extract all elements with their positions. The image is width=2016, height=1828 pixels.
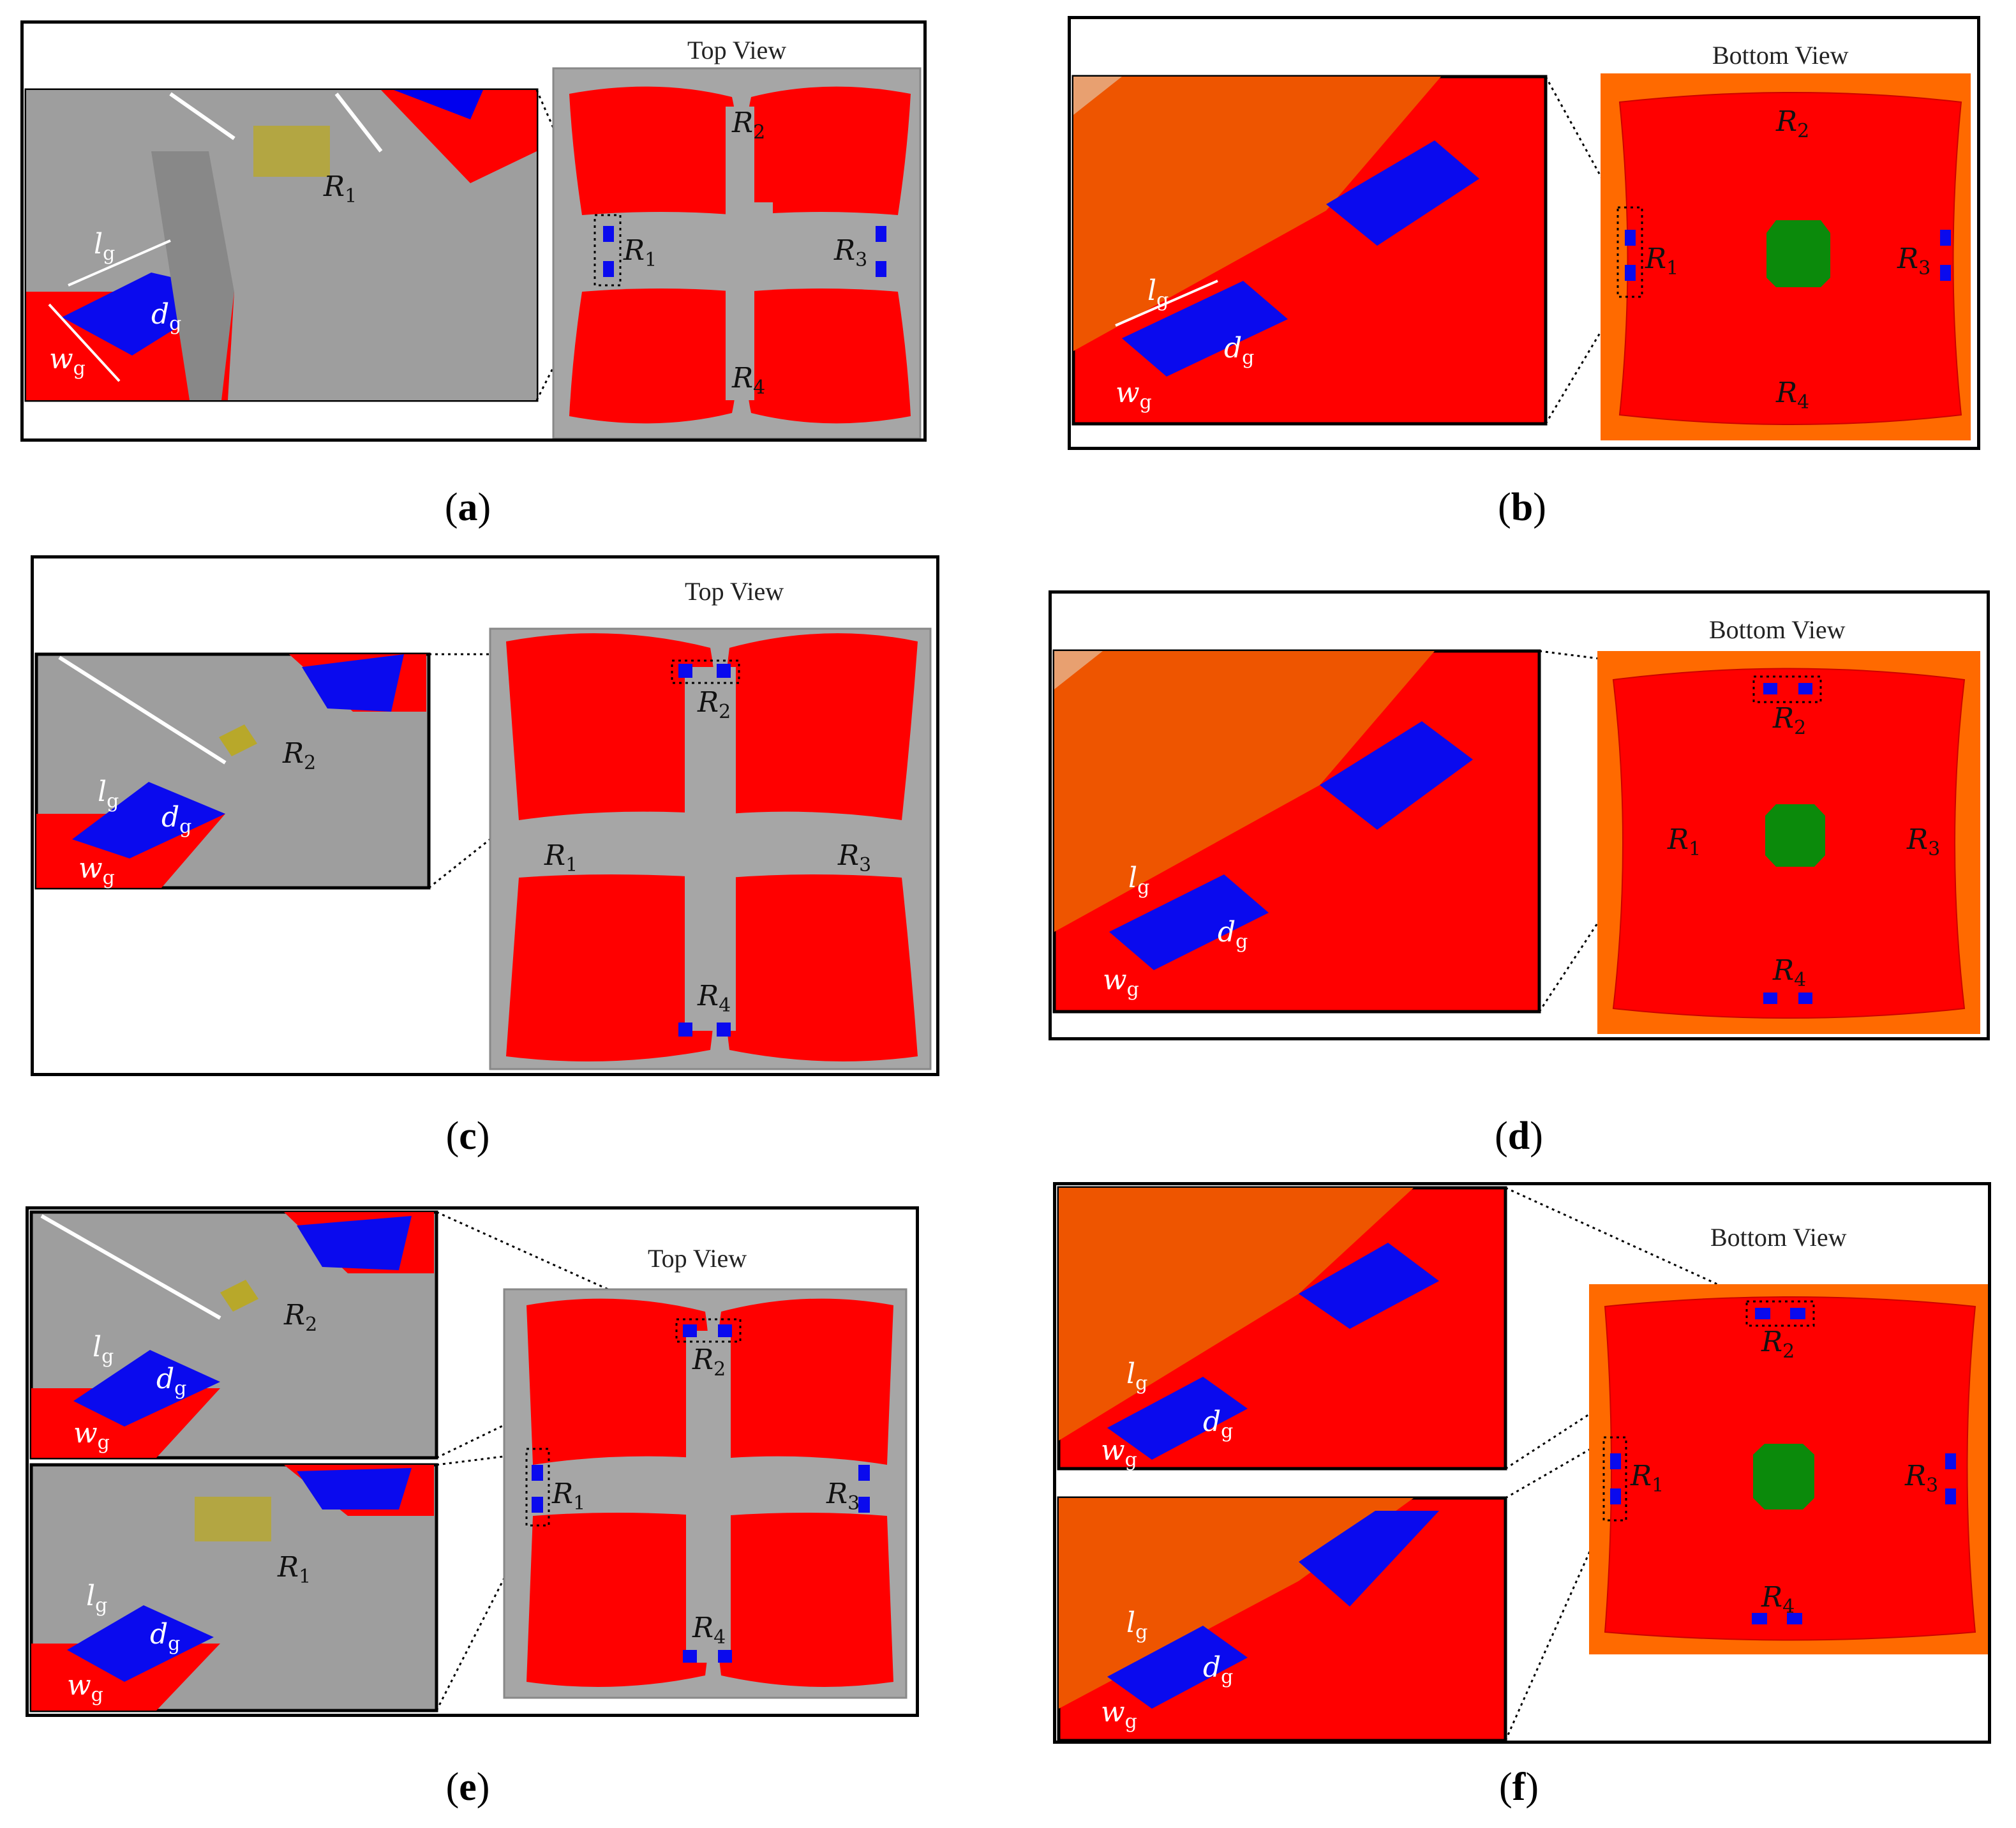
lg-label-c: lg	[98, 775, 119, 813]
dg-label-e2: dg	[150, 1618, 180, 1655]
r2-label-inset-e: R2	[283, 1299, 317, 1336]
bottom-view-title-d: Bottom View	[1709, 615, 1846, 644]
dg-label-f2: dg	[1203, 1651, 1233, 1688]
r2-label-d: R2	[1772, 702, 1806, 739]
r4-label-a: R4	[731, 362, 765, 399]
r2-label-inset: R2	[282, 737, 316, 774]
wg-label-e1: wg	[73, 1417, 110, 1454]
r3-label-e: R3	[826, 1478, 860, 1515]
zoom-inset-r1: R1 lg dg wg	[24, 88, 539, 402]
caption-f: (f)	[1499, 1765, 1539, 1809]
r4-label-c: R4	[697, 980, 731, 1017]
wg-label-e2: wg	[67, 1669, 103, 1706]
r3-label-c: R3	[837, 839, 871, 876]
wg-label-c: wg	[78, 852, 115, 889]
panel-f-drawing: lg dg wg lg dg wg	[1057, 1186, 1988, 1741]
r4-label-e: R4	[692, 1612, 726, 1649]
wg-label-b: wg	[1116, 377, 1152, 414]
lg-label-d: lg	[1128, 862, 1149, 899]
r4-label-f: R4	[1761, 1581, 1795, 1618]
r4-label-b: R4	[1775, 377, 1809, 414]
bottom-view-title-f: Bottom View	[1710, 1223, 1847, 1252]
r1-label-inset-e: R1	[277, 1551, 311, 1588]
panel-d: lg dg wg Bottom View R1 R2 R3 R4	[1049, 590, 1990, 1040]
top-view-title-c: Top View	[685, 577, 784, 606]
r2-label-b: R2	[1775, 105, 1809, 142]
r2-label-e: R2	[692, 1344, 726, 1381]
panel-d-drawing: lg dg wg Bottom View R1 R2 R3 R4	[1052, 615, 1980, 1034]
top-view-antenna-a: Top View R1 R2 R3 R4	[552, 36, 922, 438]
wg-label-a: wg	[49, 343, 86, 380]
caption-a: (a)	[444, 486, 491, 529]
top-view-antenna-c: Top View R1 R2 R3 R4	[489, 577, 932, 1070]
top-view-antenna-e: Top View R1 R2 R3 R4	[503, 1244, 907, 1699]
caption-b: (b)	[1498, 486, 1546, 529]
top-view-title-a: Top View	[687, 36, 786, 64]
r4-label-d: R4	[1772, 954, 1806, 991]
r1-label-b: R1	[1645, 243, 1678, 280]
zoom-inset-r1-f: lg dg wg	[1057, 1496, 1507, 1741]
panel-a-drawing: R1 lg dg wg Top View R1 R2 R	[24, 36, 922, 438]
wg-label-f1: wg	[1101, 1434, 1137, 1471]
r1-label-d: R1	[1667, 823, 1701, 860]
bottom-view-title-b: Bottom View	[1712, 41, 1849, 70]
bottom-view-antenna-d: Bottom View R1 R2 R3 R4	[1597, 615, 1980, 1034]
caption-c: (c)	[445, 1114, 490, 1158]
zoom-inset-r2: R2 lg dg wg	[34, 652, 431, 890]
r3-label-f: R3	[1904, 1460, 1938, 1497]
r2-label-c: R2	[697, 686, 731, 723]
r3-label-b: R3	[1897, 243, 1930, 280]
lg-label-f2: lg	[1126, 1607, 1147, 1644]
caption-e: (e)	[445, 1765, 490, 1809]
panel-c-drawing: R2 lg dg wg Top View R1 R2 R3 R4	[34, 577, 932, 1070]
top-view-title-e: Top View	[648, 1244, 747, 1273]
lg-label-e2: lg	[86, 1580, 107, 1617]
panel-f: lg dg wg lg dg wg	[1053, 1182, 1991, 1744]
zoom-inset-r2-e: R2 lg dg wg	[29, 1210, 438, 1460]
panel-b: lg dg wg Bottom View R1 R2 R3 R4	[1068, 16, 1980, 450]
r2-label-a: R2	[731, 107, 765, 144]
panel-e-drawing: R2 lg dg wg R1 lg dg wg	[29, 1210, 907, 1712]
dg-label-f1: dg	[1203, 1405, 1233, 1442]
r3-label-a: R3	[833, 234, 867, 271]
bottom-view-antenna-f: Bottom View R1 R2 R3 R4	[1589, 1223, 1988, 1654]
dg-label-d: dg	[1218, 916, 1248, 953]
zoom-inset-r1-bottom: lg dg wg	[1071, 75, 1548, 426]
dg-label-c: dg	[161, 801, 191, 838]
dg-label-a: dg	[151, 298, 181, 335]
r1-label-c: R1	[544, 839, 578, 876]
zoom-inset-r2-bottom: lg dg wg	[1052, 649, 1541, 1014]
wg-label-f2: wg	[1101, 1696, 1137, 1733]
dg-label-e1: dg	[156, 1363, 186, 1400]
dg-label-b: dg	[1224, 332, 1254, 369]
r1-label-e: R1	[551, 1478, 585, 1515]
r1-label-f: R1	[1630, 1460, 1664, 1497]
zoom-inset-r1-e: R1 lg dg wg	[29, 1463, 438, 1712]
lg-label-f1: lg	[1126, 1358, 1147, 1395]
lg-label-b: lg	[1147, 274, 1169, 311]
panel-e: R2 lg dg wg R1 lg dg wg	[26, 1206, 919, 1717]
panel-b-drawing: lg dg wg Bottom View R1 R2 R3 R4	[1071, 41, 1971, 440]
lg-label-a: lg	[94, 228, 115, 265]
r3-label-d: R3	[1906, 823, 1940, 860]
r1-label-a: R1	[623, 234, 657, 271]
r1-label-inset: R1	[323, 170, 357, 207]
panel-c: R2 lg dg wg Top View R1 R2 R3 R4	[31, 555, 939, 1076]
panel-a: R1 lg dg wg Top View R1 R2 R	[20, 20, 927, 442]
caption-d: (d)	[1495, 1114, 1543, 1158]
r2-label-f: R2	[1761, 1326, 1795, 1363]
bottom-view-antenna-b: Bottom View R1 R2 R3 R4	[1601, 41, 1971, 440]
wg-label-d: wg	[1103, 964, 1139, 1001]
lg-label-e1: lg	[93, 1331, 114, 1368]
zoom-inset-r2-f: lg dg wg	[1057, 1186, 1507, 1471]
